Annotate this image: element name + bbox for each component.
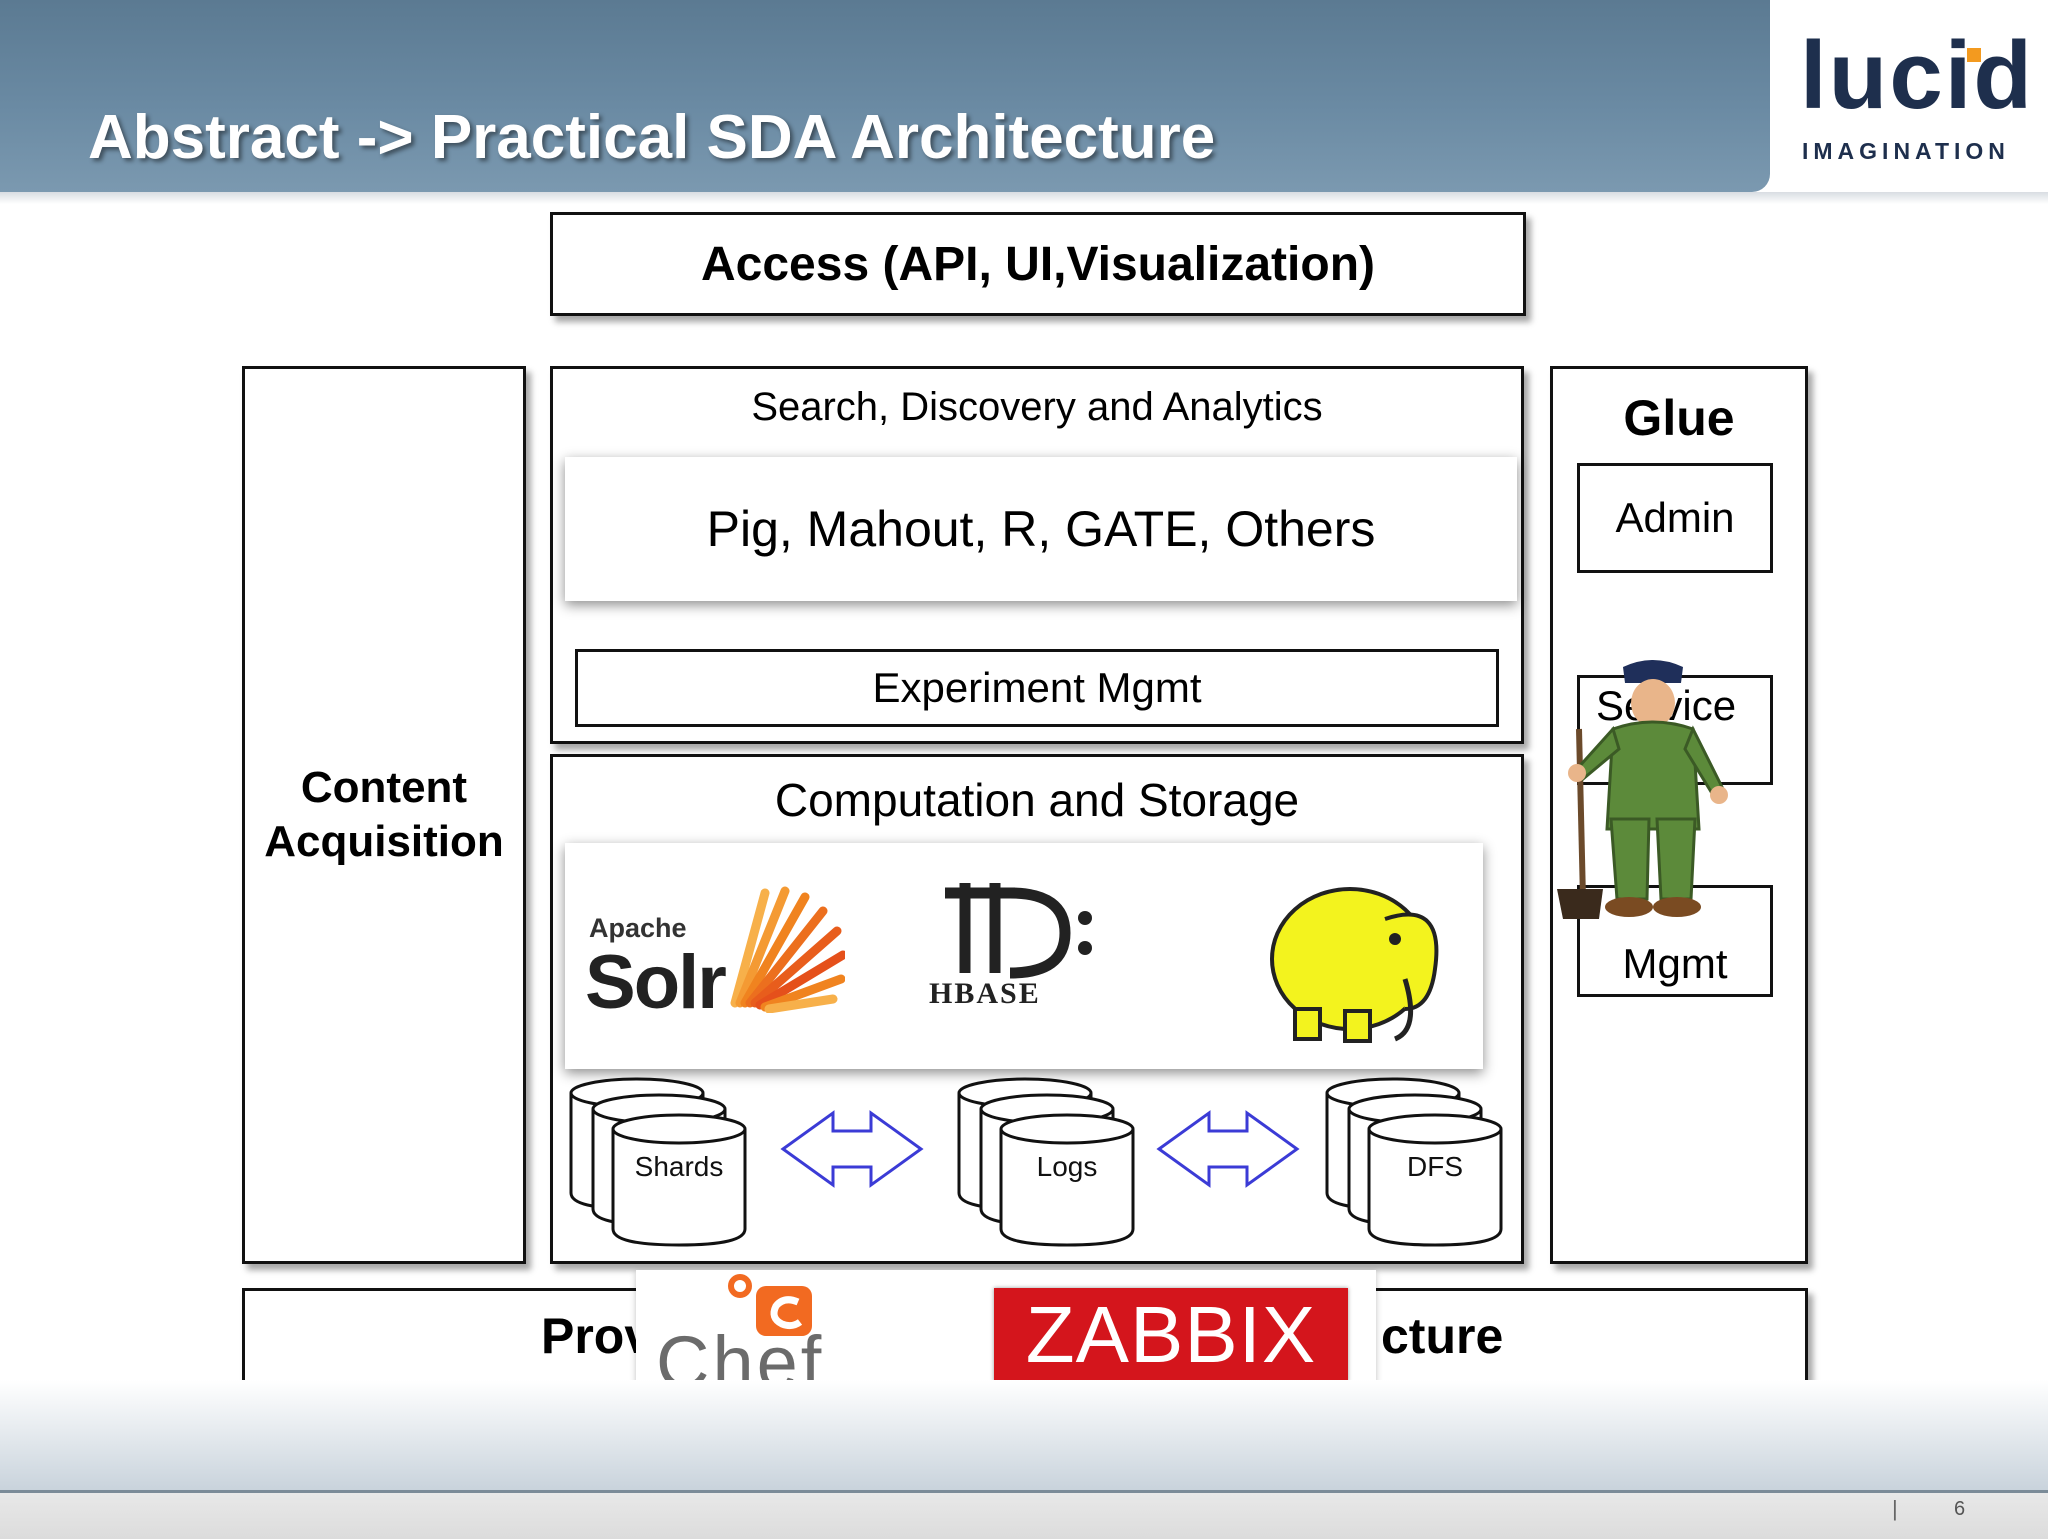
provisioning-label-left: Prov <box>541 1308 653 1364</box>
access-label: Access (API, UI,Visualization) <box>701 237 1375 291</box>
content-acquisition-box: Content Acquisition <box>242 366 526 1264</box>
tools-overlay-panel: Chef ZABBIX <box>636 1270 1376 1404</box>
storage-label-dfs: DFS <box>1407 1151 1463 1182</box>
header-bar <box>0 0 1770 192</box>
hbase-logo: HBASE <box>915 873 1115 1013</box>
chef-logo-icon <box>728 1274 812 1336</box>
access-box: Access (API, UI,Visualization) <box>550 212 1526 316</box>
sda-tools-label: Pig, Mahout, R, GATE, Others <box>706 501 1376 557</box>
glue-title: Glue <box>1623 390 1735 446</box>
hbase-word: HBASE <box>929 977 1041 1010</box>
experiment-mgmt-box: Experiment Mgmt <box>575 649 1499 727</box>
solr-sunburst-icon <box>730 886 845 1013</box>
sda-tools-panel: Pig, Mahout, R, GATE, Others <box>565 457 1517 601</box>
storage-label-logs: Logs <box>1036 1151 1098 1182</box>
slide-title: Abstract -> Practical SDA Architecture <box>88 103 1216 172</box>
provisioning-label-right: cture <box>1381 1308 1504 1364</box>
hadoop-elephant-icon <box>1270 887 1439 1043</box>
lucid-logo-dot <box>1967 48 1981 62</box>
double-arrow-icon <box>780 1110 924 1188</box>
logos-panel: Apache Solr <box>565 843 1483 1069</box>
sda-box: Search, Discovery and Analytics Pig, Mah… <box>550 366 1524 744</box>
zabbix-word: ZABBIX <box>1025 1290 1317 1379</box>
content-acquisition-line1: Content <box>300 763 468 812</box>
zabbix-logo: ZABBIX <box>994 1288 1348 1382</box>
janitor-figure-icon <box>1557 660 1728 919</box>
experiment-mgmt-label: Experiment Mgmt <box>872 664 1202 711</box>
cylinder-dfs-icon <box>1325 1077 1503 1247</box>
lucid-logo-subtitle: IMAGINATION <box>1802 138 2010 164</box>
glue-data-mgmt-label: Mgmt <box>1622 940 1728 987</box>
sda-title: Search, Discovery and Analytics <box>751 385 1323 429</box>
lucid-logo: lucid <box>1800 22 2035 129</box>
double-arrow-icon <box>1156 1110 1300 1188</box>
footer-separator: | <box>1892 1496 1898 1521</box>
cylinder-shards-icon <box>569 1077 747 1247</box>
computation-title: Computation and Storage <box>774 774 1300 826</box>
computation-box: Computation and Storage Apache Solr <box>550 754 1524 1264</box>
footer-gradient <box>0 1380 2048 1490</box>
storage-diagram <box>569 1077 1503 1247</box>
solr-logo: Apache Solr <box>585 873 845 1025</box>
header-divider <box>0 192 2048 204</box>
page-number: 6 <box>1954 1498 1966 1520</box>
storage-label-shards: Shards <box>634 1151 724 1182</box>
glue-admin-box: Admin <box>1577 463 1773 573</box>
solr-word: Solr <box>585 940 727 1025</box>
solr-apache-label: Apache <box>589 913 687 943</box>
cylinder-logs-icon <box>957 1077 1135 1247</box>
content-acquisition-line2: Acquisition <box>264 817 504 866</box>
glue-admin-label: Admin <box>1615 494 1735 541</box>
glue-box: Glue Admin Service Mgmt <box>1550 366 1808 1264</box>
footer-bar <box>0 1490 2048 1539</box>
hbase-mark-icon <box>945 883 1092 979</box>
